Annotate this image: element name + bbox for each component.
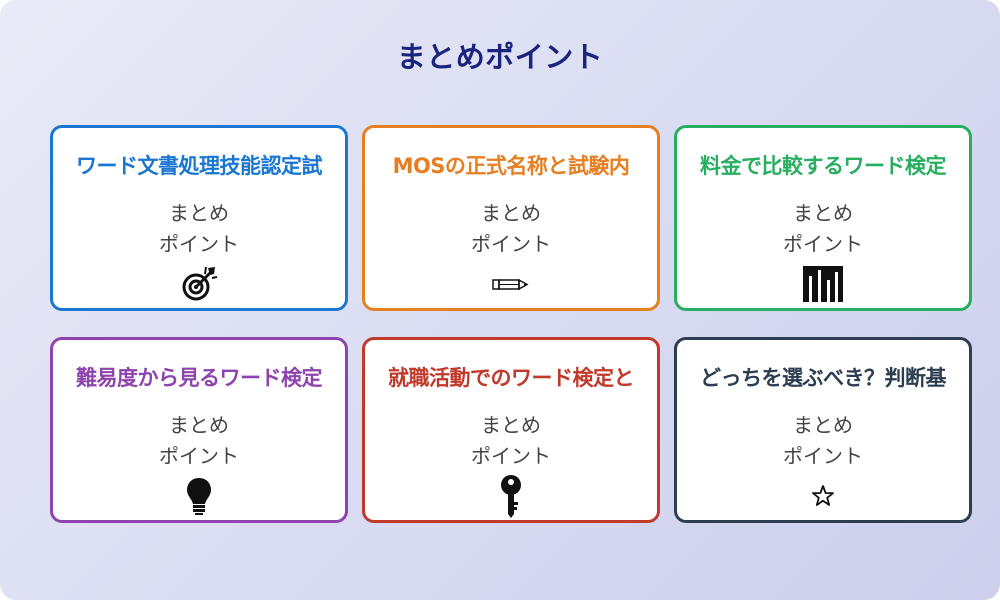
card-title: 難易度から見るワード検定 bbox=[76, 366, 323, 390]
bar-chart-icon bbox=[677, 264, 969, 304]
card-subtitle-line-2: ポイント bbox=[159, 444, 239, 468]
summary-card-3: 料金で比較するワード検定 まとめ ポイント bbox=[674, 125, 972, 311]
card-subtitle-line-1: まとめ bbox=[169, 201, 229, 225]
card-title: どっちを選ぶべき？判断基 bbox=[700, 366, 947, 390]
summary-card-4: 難易度から見るワード検定 まとめ ポイント bbox=[50, 337, 348, 523]
pencil-icon bbox=[365, 264, 657, 304]
summary-card-5: 就職活動でのワード検定と まとめ ポイント bbox=[362, 337, 660, 523]
key-icon bbox=[365, 475, 657, 518]
card-subtitle-line-1: まとめ bbox=[169, 413, 229, 437]
card-subtitle-line-1: まとめ bbox=[793, 201, 853, 225]
target-icon bbox=[53, 264, 345, 304]
card-subtitle-line-2: ポイント bbox=[471, 232, 551, 256]
card-subtitle-line-2: ポイント bbox=[159, 232, 239, 256]
summary-card-6: どっちを選ぶべき？判断基 まとめ ポイント bbox=[674, 337, 972, 523]
summary-card-1: ワード文書処理技能認定試 まとめ ポイント bbox=[50, 125, 348, 311]
card-subtitle-line-1: まとめ bbox=[793, 413, 853, 437]
card-title: ワード文書処理技能認定試 bbox=[76, 154, 323, 178]
card-title: MOSの正式名称と試験内 bbox=[392, 154, 630, 178]
page-title: まとめポイント bbox=[396, 40, 604, 74]
summary-card-2: MOSの正式名称と試験内 まとめ ポイント bbox=[362, 125, 660, 311]
star-icon bbox=[677, 476, 969, 516]
card-title: 就職活動でのワード検定と bbox=[388, 366, 635, 390]
lightbulb-icon bbox=[53, 476, 345, 516]
card-subtitle-line-2: ポイント bbox=[471, 444, 551, 468]
card-subtitle-line-2: ポイント bbox=[783, 444, 863, 468]
card-subtitle-line-1: まとめ bbox=[481, 201, 541, 225]
card-subtitle-line-2: ポイント bbox=[783, 232, 863, 256]
card-subtitle-line-1: まとめ bbox=[481, 413, 541, 437]
card-title: 料金で比較するワード検定 bbox=[700, 154, 947, 178]
